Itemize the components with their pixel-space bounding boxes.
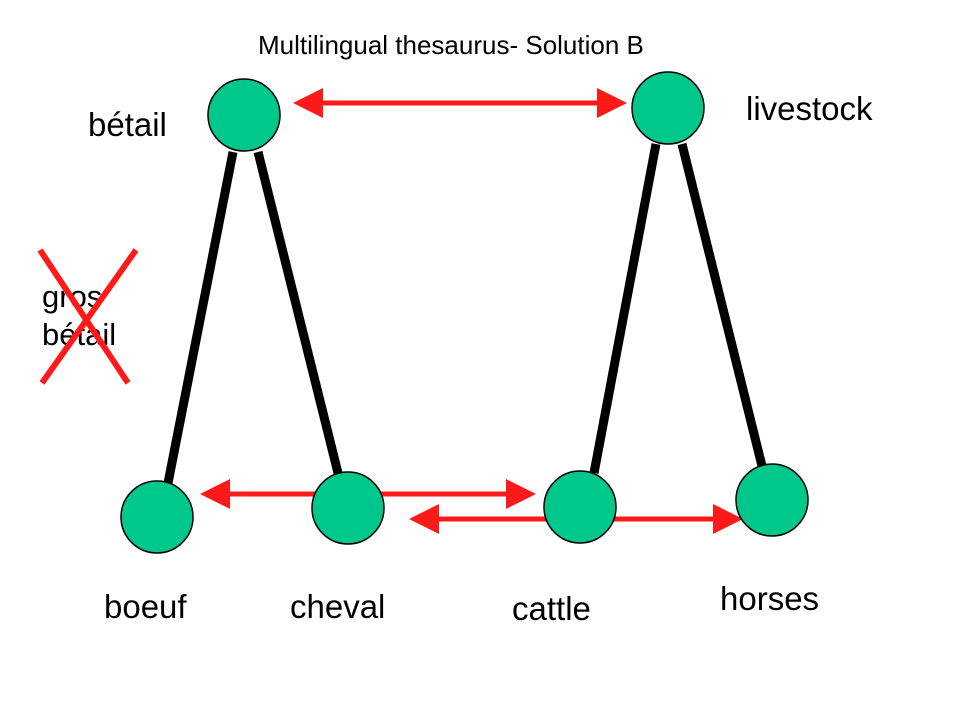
hierarchy-edges xyxy=(163,142,767,484)
edge-livestock-horses xyxy=(677,142,767,468)
label-horses: horses xyxy=(720,580,820,617)
nodes xyxy=(120,71,809,554)
rejected-term-line2: bétail xyxy=(42,317,117,352)
edge-livestock-cattle xyxy=(589,143,661,474)
edge-betail-boeuf xyxy=(163,151,238,484)
node-boeuf xyxy=(120,480,194,554)
diagram-title: Multilingual thesaurus- Solution B xyxy=(258,30,644,60)
equivalence-arrows xyxy=(200,88,743,534)
label-rejected-term: gros bétail xyxy=(42,278,116,354)
node-cattle xyxy=(543,470,617,544)
label-cheval: cheval xyxy=(290,588,386,625)
node-cheval xyxy=(311,471,385,545)
node-betail xyxy=(207,78,281,152)
rejected-term-line1: gros xyxy=(42,279,103,314)
node-horses xyxy=(735,463,809,537)
label-cattle: cattle xyxy=(512,590,591,627)
edge-betail-cheval xyxy=(253,150,343,475)
label-betail: bétail xyxy=(88,106,167,143)
label-boeuf: boeuf xyxy=(104,588,187,625)
label-livestock: livestock xyxy=(746,90,873,127)
node-livestock xyxy=(631,71,705,145)
